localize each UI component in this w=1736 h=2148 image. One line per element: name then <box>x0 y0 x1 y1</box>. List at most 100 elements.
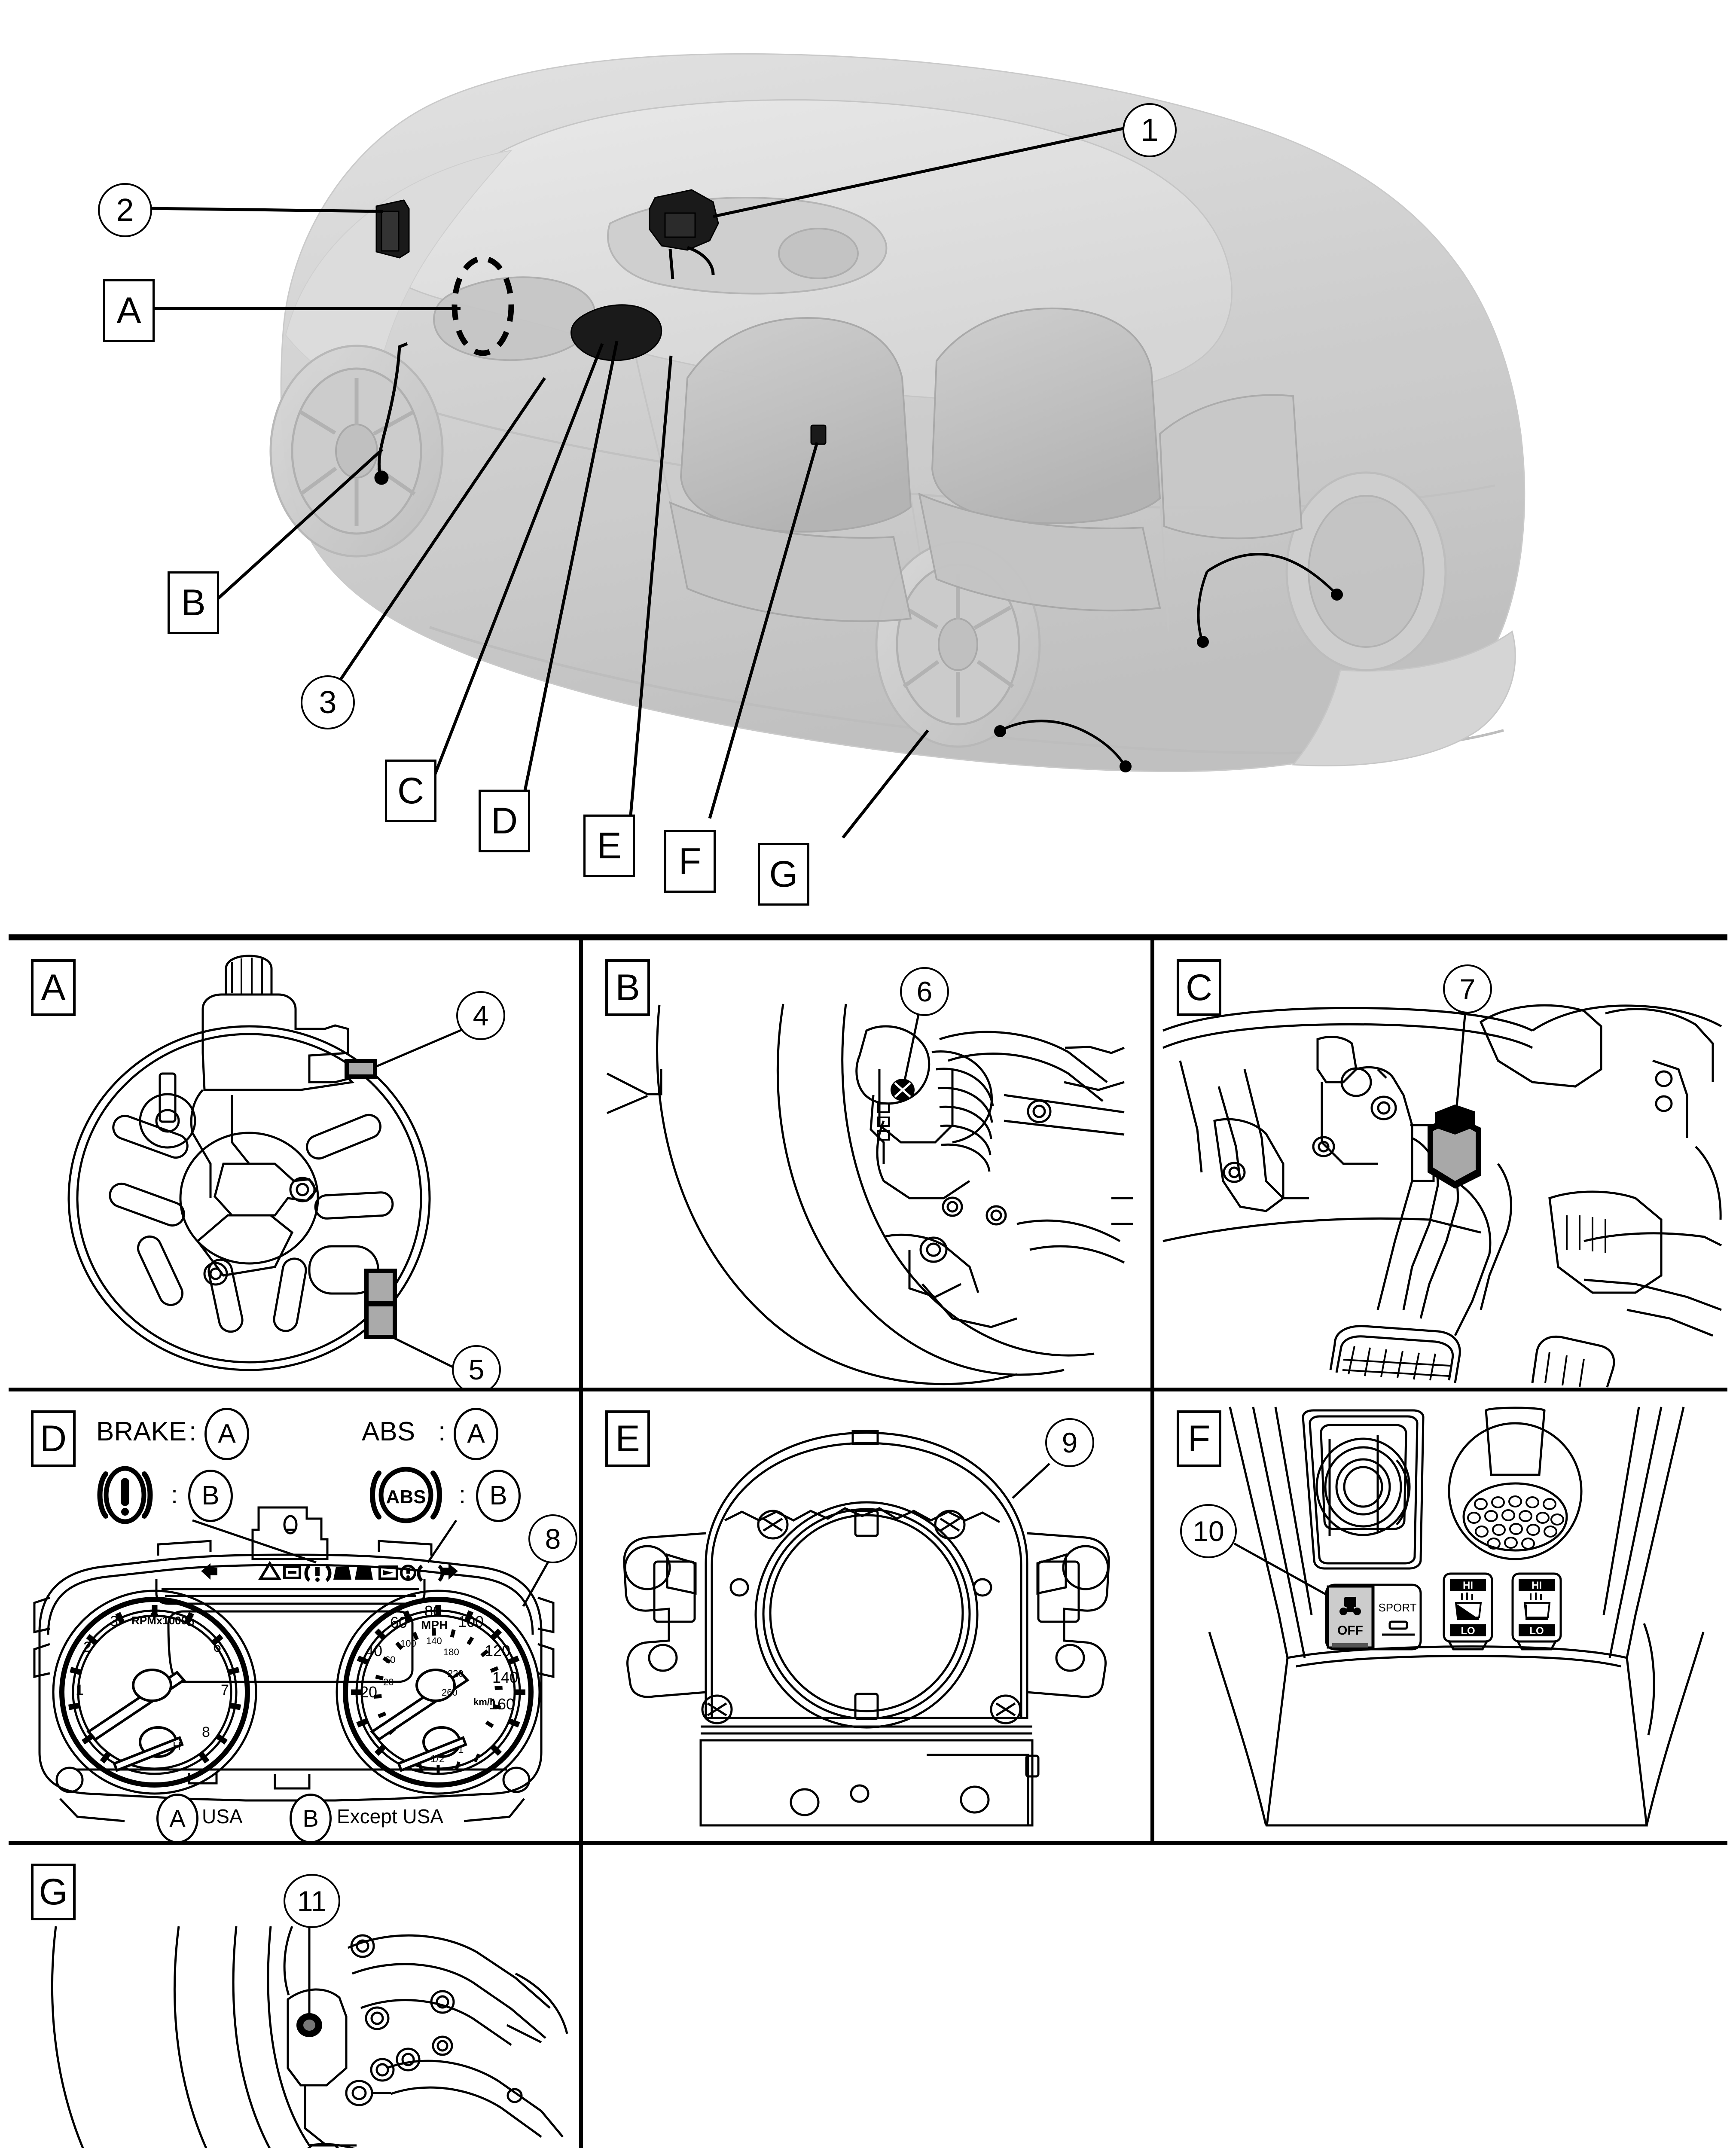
stop-lamp-switch-connector-7 <box>1428 1105 1481 1189</box>
panel-f-heater-right-hi: HI <box>1532 1580 1542 1591</box>
console-switch-marker <box>810 424 827 445</box>
rear-quarter-wheel <box>1285 471 1447 671</box>
abs-actuator-component <box>649 189 719 280</box>
connector-4-symbol <box>345 1059 377 1079</box>
grid-rule-col2 <box>1150 940 1154 1841</box>
detail-panel-grid: A <box>0 934 1736 2148</box>
panel-b-callout-6[interactable]: 6 <box>900 967 949 1016</box>
panel-d-legend-b-text: Except USA <box>337 1805 443 1828</box>
control-unit-component <box>375 199 410 259</box>
front-wheel-sensor-harness <box>374 342 408 485</box>
panel-d-brake-variant-b-label: B <box>201 1481 220 1510</box>
front-wheel <box>269 345 444 558</box>
panel-d-brake-colon: : <box>189 1417 197 1446</box>
panel-d-speedo-tick-80: 80 <box>424 1602 442 1620</box>
panel-a-illustration <box>67 955 464 1372</box>
panel-d-warning-icon-strip <box>201 1561 458 1582</box>
leader-lines <box>148 127 1124 839</box>
master-cylinder-component <box>571 304 662 361</box>
panel-d-legend-b-badge: B <box>290 1794 332 1841</box>
panel-c-callout-7-label: 7 <box>1459 973 1476 1005</box>
panel-d-tach-needle <box>86 1669 186 1741</box>
panel-d-tach-ticks <box>68 1605 241 1764</box>
panel-d-abs-colon: : <box>438 1417 446 1446</box>
panel-g-callout-11[interactable]: 11 <box>284 1874 340 1928</box>
panel-d-brake-warning-icon <box>97 1466 153 1524</box>
wheel-sensor-bolt-6 <box>891 1079 915 1101</box>
hero-letter-callout-g[interactable]: G <box>758 843 809 906</box>
hero-letter-callout-d[interactable]: D <box>479 790 530 852</box>
panel-d-speedo-kmh-180: 180 <box>443 1647 459 1657</box>
panel-d-tach-tick-2: 2 <box>83 1639 92 1655</box>
panel-a-badge-label: A <box>41 967 66 1008</box>
panel-d-brake-variant-a: A <box>204 1408 249 1460</box>
hero-letter-callout-b[interactable]: B <box>168 571 219 634</box>
panel-a-callout-5-label: 5 <box>468 1354 485 1385</box>
panel-d-fuel-gauge <box>397 1726 467 1772</box>
hero-callout-1[interactable]: 1 <box>1123 103 1177 157</box>
rear-wheel-sensor-harness-far <box>1197 553 1343 648</box>
panel-c-callout-7[interactable]: 7 <box>1443 964 1492 1013</box>
panel-d-brake-icon-colon: : <box>171 1481 178 1509</box>
hero-callout-3[interactable]: 3 <box>301 675 355 729</box>
panel-c: C <box>1154 940 1727 1388</box>
rear-wheel-sensor-bolt-11 <box>296 2013 322 2037</box>
panel-d-speedo-kmh-unit: km/h <box>473 1696 496 1707</box>
panel-f-sport-text: SPORT <box>1378 1601 1416 1614</box>
panel-d-brake-label: BRAKE <box>96 1417 187 1446</box>
panel-d-legend-b-key: B <box>302 1805 319 1832</box>
panel-b-badge: B <box>605 959 650 1016</box>
panel-f-sport-switch: SPORT <box>1378 1601 1417 1636</box>
panel-g: G <box>9 1845 579 2148</box>
panel-d-speedo-tick-140: 140 <box>492 1669 519 1686</box>
grid-rule-row1 <box>9 1388 1727 1391</box>
panel-a-callout-4[interactable]: 4 <box>456 991 505 1040</box>
panel-d-speedo-kmh-20: 20 <box>383 1677 394 1687</box>
panel-g-illustration <box>51 1926 568 2148</box>
panel-d-abs-warning-icon: ABS <box>370 1467 442 1523</box>
panel-b-callout-6-label: 6 <box>916 976 933 1007</box>
grid-rule-top <box>9 934 1727 940</box>
panel-d-temp-gauge <box>113 1726 184 1772</box>
panel-e-illustration <box>623 1430 1110 1827</box>
grid-rule-col1 <box>579 940 583 1841</box>
hero-letter-callout-c[interactable]: C <box>385 760 436 822</box>
vehicle-cutaway-illustration: 1 2 3 A B C D E F G <box>0 0 1736 934</box>
hero-letter-callout-b-label: B <box>181 582 206 623</box>
seats <box>669 307 1303 622</box>
panel-b: B <box>583 940 1150 1388</box>
rear-wheel-sensor-harness-near <box>994 720 1132 772</box>
panel-d-abs-label: ABS <box>362 1417 415 1446</box>
panel-f-heater-right-lo: LO <box>1529 1625 1544 1637</box>
panel-d-speedo-tick-100: 100 <box>458 1613 484 1630</box>
hero-letter-callout-a[interactable]: A <box>103 279 155 342</box>
panel-f-cupholder-mat <box>1462 1482 1568 1552</box>
panel-f-badge-label: F <box>1187 1418 1211 1459</box>
hero-callout-2[interactable]: 2 <box>98 183 152 237</box>
panel-f-seat-heater-switch-right: HI LO <box>1519 1579 1555 1637</box>
hero-letter-callout-f[interactable]: F <box>664 830 716 893</box>
panel-a: A <box>9 940 579 1388</box>
panel-f-heater-left-lo: LO <box>1461 1625 1475 1637</box>
panel-d-callout-8[interactable]: 8 <box>528 1514 577 1563</box>
hero-letter-callout-c-label: C <box>397 770 424 812</box>
panel-d-tach-tick-6: 6 <box>213 1639 221 1655</box>
panel-e-callout-9[interactable]: 9 <box>1045 1418 1094 1467</box>
panel-d-badge: D <box>31 1410 76 1467</box>
hero-callout-3-label: 3 <box>319 684 337 720</box>
panel-f-callout-10[interactable]: 10 <box>1180 1504 1237 1558</box>
panel-d-brake-variant-a-label: A <box>218 1419 236 1449</box>
panel-a-callout-5[interactable]: 5 <box>452 1345 501 1388</box>
panel-f-vdc-off-text: OFF <box>1337 1623 1363 1638</box>
panel-d-legend-a-badge: A <box>156 1794 198 1841</box>
panel-f-heater-left-hi: HI <box>1463 1580 1473 1591</box>
panel-e-callout-9-label: 9 <box>1062 1427 1078 1458</box>
panel-d-temp-high-label: H <box>173 1739 181 1752</box>
panel-f-seat-heater-switch-left: HI LO <box>1450 1579 1486 1637</box>
hero-letter-callout-e[interactable]: E <box>583 815 635 877</box>
panel-d-speedo-unit: MPH <box>421 1618 448 1632</box>
panel-g-callout-11-label: 11 <box>297 1885 327 1917</box>
panel-d-speedo-tick-60: 60 <box>390 1614 408 1631</box>
panel-f-illustration: OFF SPORT HI LO <box>1208 1407 1705 1827</box>
panel-d-meter-illustration <box>33 1506 555 1822</box>
